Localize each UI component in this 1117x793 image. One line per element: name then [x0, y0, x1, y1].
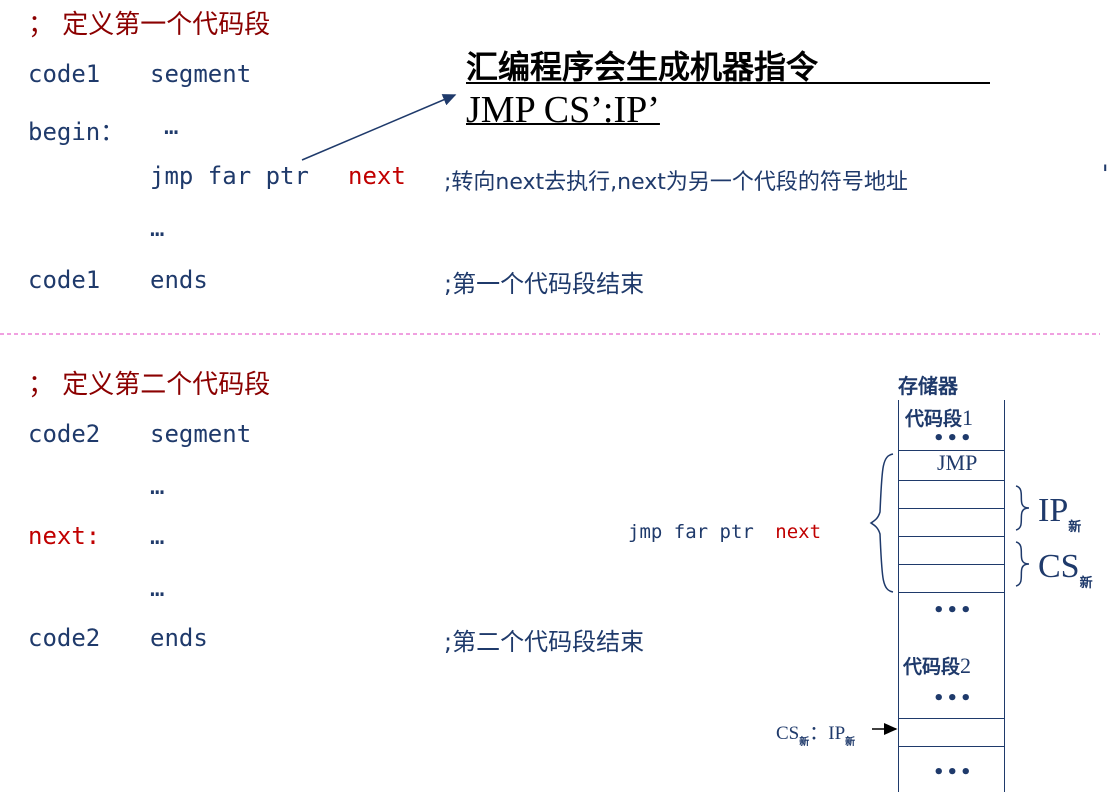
ellipsis: …: [150, 574, 165, 602]
ip-new-label: IP新: [1038, 492, 1082, 535]
memory-column: 代码段1 ••• JMP ••• 代码段2 ••• •••: [898, 400, 1005, 792]
ellipsis: …: [150, 522, 165, 550]
pointer-label: CS新：IP新: [776, 722, 856, 748]
section1-comment: ； 定义第一个代码段: [28, 10, 271, 40]
bracket-brace: [869, 453, 894, 593]
cs-brace: [1015, 541, 1030, 587]
cell-divider: [899, 746, 1004, 747]
ellipsis: …: [150, 214, 165, 242]
code1-label: code1: [28, 266, 101, 294]
cs-new-label: CS新: [1038, 548, 1093, 591]
cell-divider: [899, 536, 1004, 537]
memory-instr-target: next: [775, 521, 822, 543]
segment2-label: 代码段2: [903, 653, 972, 678]
tick-mark: ': [1098, 160, 1113, 188]
cell-divider: [899, 592, 1004, 593]
ends-comment: ;第二个代码段结束: [444, 628, 645, 656]
ends-comment: ;第一个代码段结束: [444, 270, 645, 298]
ellipsis: …: [164, 112, 179, 140]
dots-icon: •••: [933, 688, 974, 709]
ellipsis: …: [150, 472, 165, 500]
code2-label: code2: [28, 624, 101, 652]
dots-icon: •••: [933, 600, 974, 621]
memory-instruction-label: jmp far ptr next: [628, 521, 821, 543]
memory-instr: jmp far ptr: [628, 521, 754, 543]
section2-comment: ； 定义第二个代码段: [28, 370, 271, 400]
annotation-underline: [466, 82, 990, 84]
cell-divider: [899, 564, 1004, 565]
memory-title: 存储器: [898, 374, 958, 398]
next-label: next:: [28, 522, 101, 550]
begin-label: begin：: [28, 118, 125, 146]
ip-brace: [1015, 485, 1030, 531]
annotation-arrow: [301, 94, 457, 161]
cell-divider: [899, 480, 1004, 481]
jmp-comment: ;转向next去执行,next为另一个代段的符号地址: [444, 170, 908, 195]
jmp-instruction: jmp far ptr: [150, 162, 309, 190]
dots-icon: •••: [933, 762, 974, 783]
code1-label: code1: [28, 60, 101, 88]
segment-keyword: segment: [150, 420, 252, 448]
cell-divider: [899, 508, 1004, 509]
cell-divider: [899, 450, 1004, 451]
code2-label: code2: [28, 420, 101, 448]
annotation-title: 汇编程序会生成机器指令: [466, 48, 819, 86]
dots-icon: •••: [933, 428, 974, 449]
jmp-cell: JMP: [937, 450, 978, 475]
segment1-label: 代码段1: [905, 405, 974, 430]
machine-instruction: JMP CS’:IP’: [466, 89, 660, 131]
cell-divider: [899, 718, 1004, 719]
ends-keyword: ends: [150, 266, 208, 294]
ends-keyword: ends: [150, 624, 208, 652]
jmp-target-next: next: [348, 162, 406, 190]
segment-keyword: segment: [150, 60, 252, 88]
